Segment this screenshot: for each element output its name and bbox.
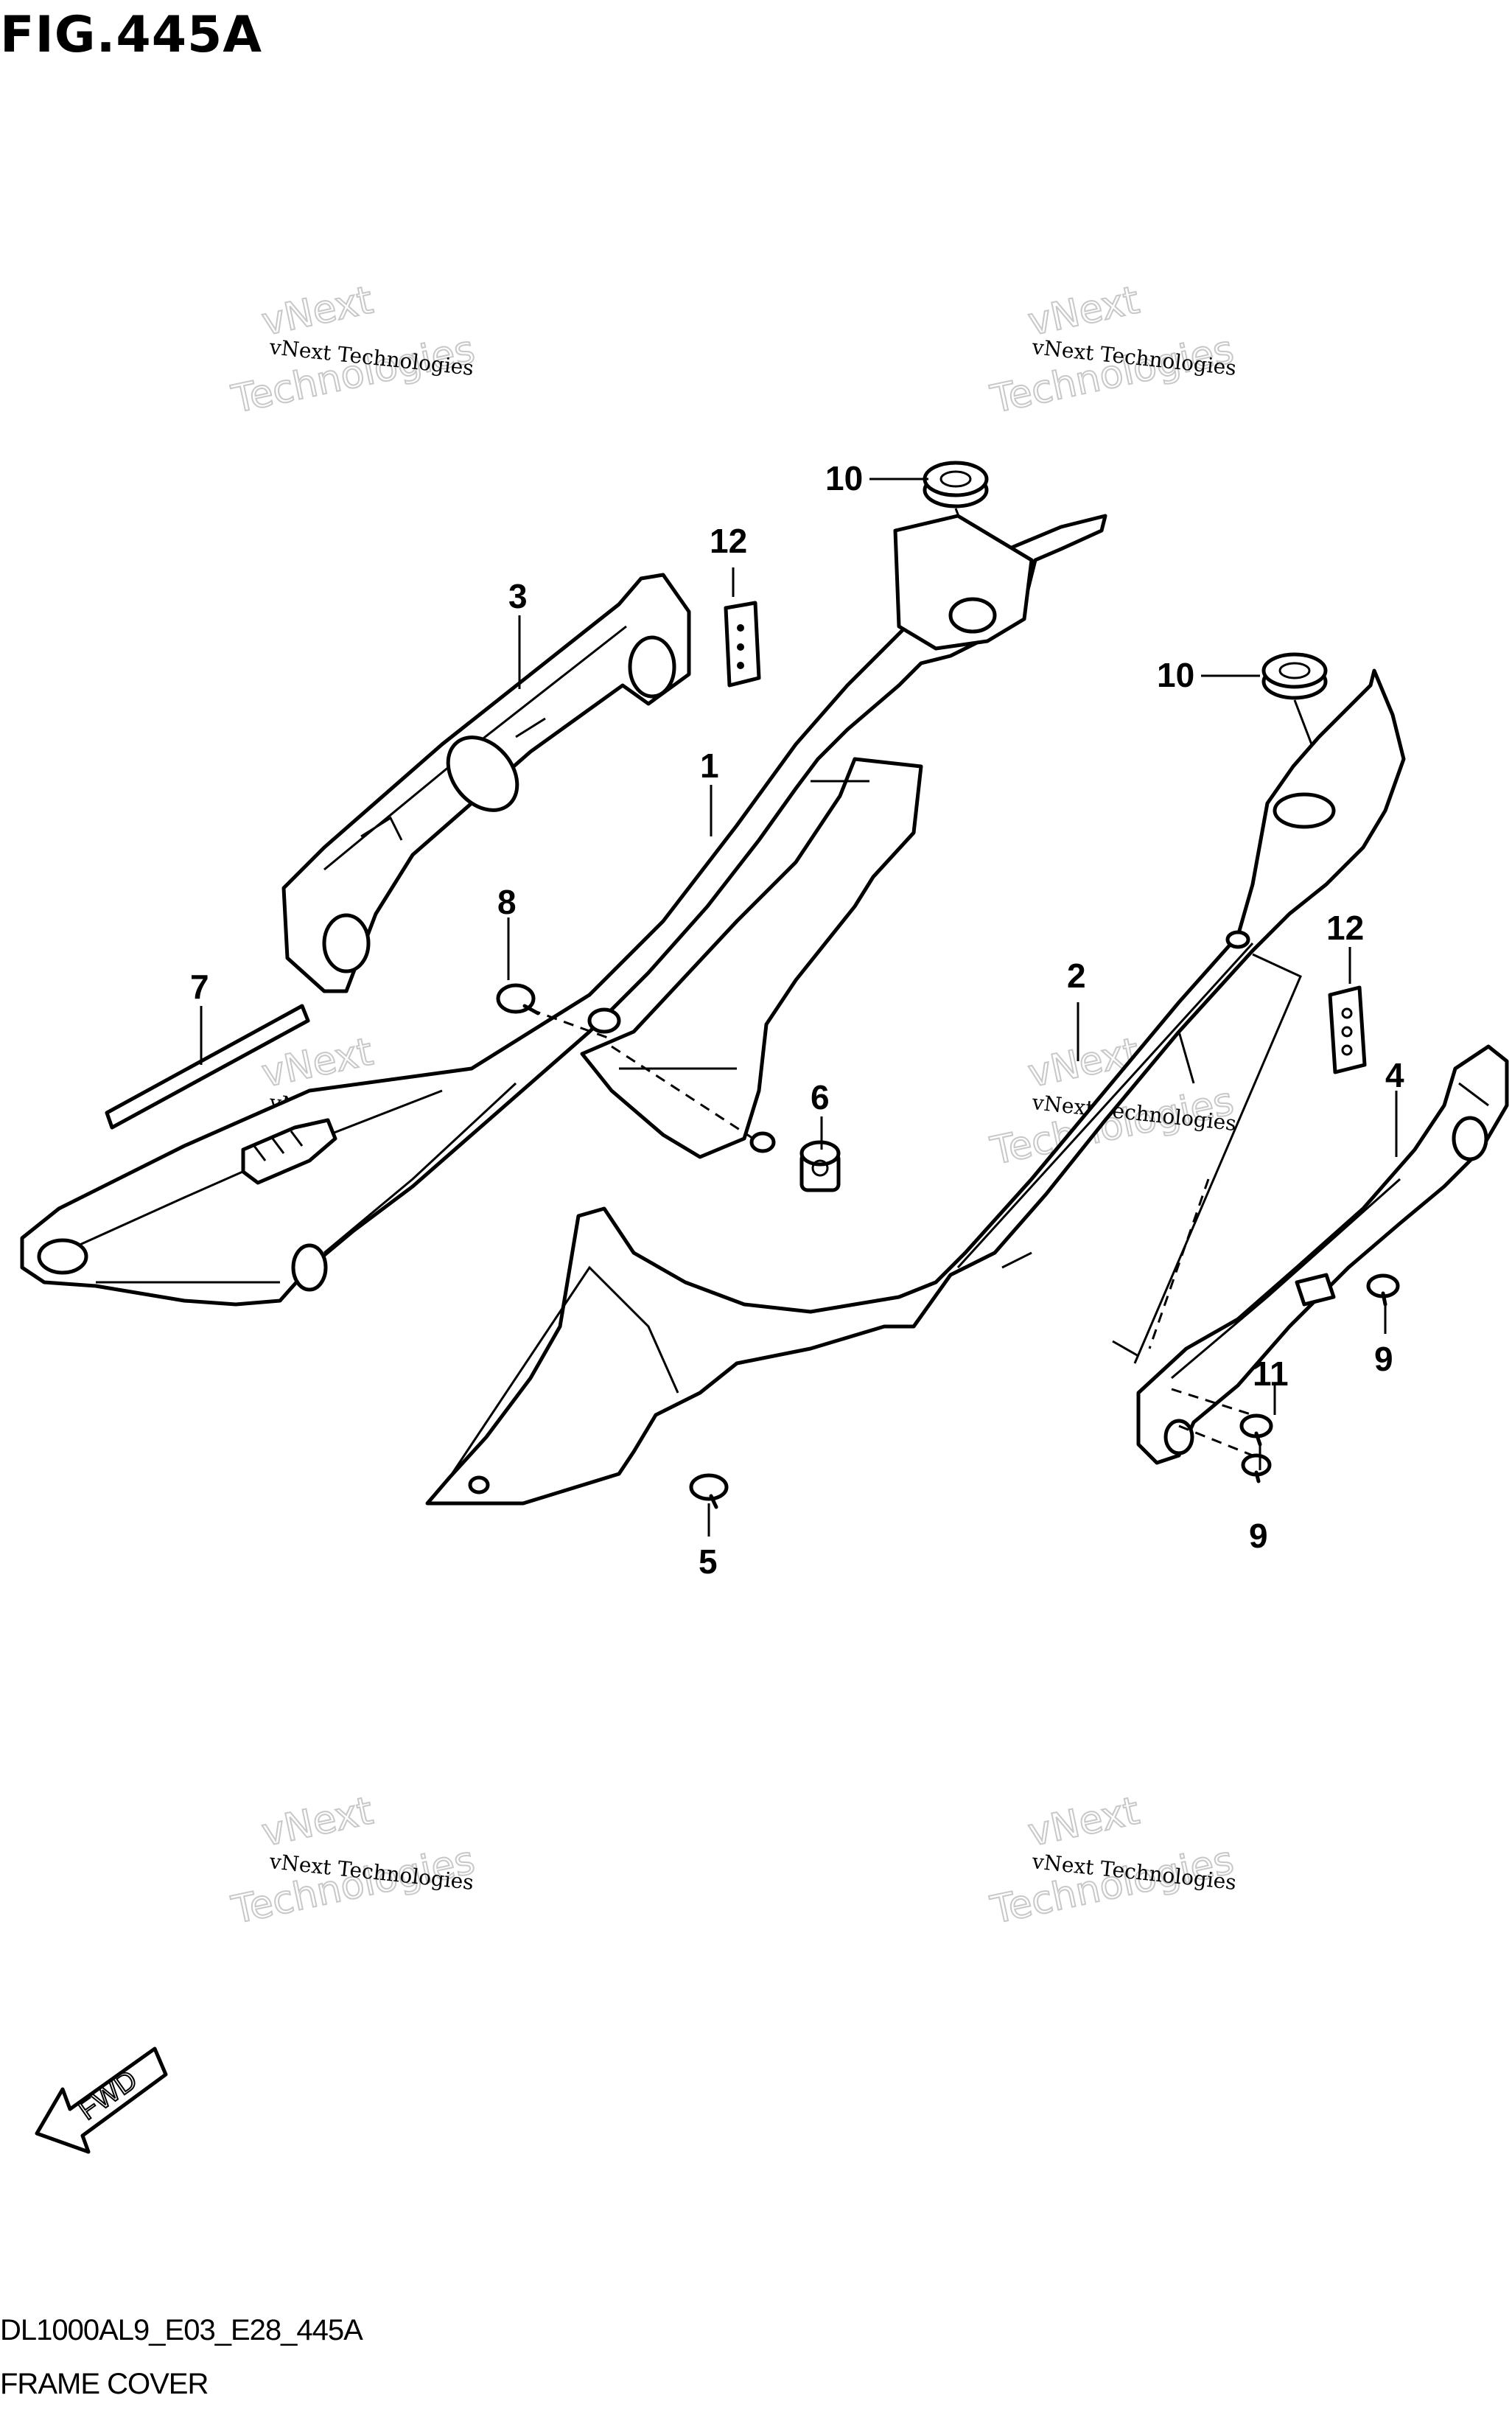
- part-9-screw-lower: [1241, 1453, 1272, 1483]
- callout-10-top: 10: [825, 459, 863, 497]
- fwd-arrow: FWD: [35, 2046, 168, 2154]
- part-7-strip: [105, 1004, 310, 1130]
- figure-title: FIG.445A: [0, 6, 262, 64]
- callout-1: 1: [700, 747, 719, 785]
- callout-leaders: [200, 478, 1398, 1537]
- callout-12-left: 12: [710, 522, 747, 560]
- diagram-code: DL1000AL9_E03_E28_445A: [0, 2314, 363, 2346]
- svg-text:vNext: vNext: [1024, 1789, 1143, 1855]
- part-3-bracket: [281, 573, 691, 993]
- part-10-grommet-right: [1261, 652, 1328, 745]
- assembly-lines: [611, 953, 1302, 1457]
- callout-5: 5: [699, 1542, 718, 1581]
- part-12-tab-right: [1328, 985, 1367, 1074]
- callout-11: 11: [1253, 1354, 1289, 1393]
- callout-9-upper: 9: [1374, 1340, 1393, 1378]
- watermark-top-left: vNext Technologies vNext Technologies: [227, 277, 479, 422]
- part-4-bracket: [1136, 1044, 1509, 1465]
- watermark-bottom-left: vNext Technologies vNext Technologies: [227, 1788, 479, 1933]
- part-8-screw: [496, 983, 612, 1041]
- svg-text:vNext: vNext: [258, 1789, 377, 1855]
- part-2-frame-cover-right: [425, 668, 1406, 1506]
- part-11-screw: [1239, 1413, 1273, 1447]
- watermark-top-right: vNext Technologies vNext Technologies: [986, 277, 1238, 422]
- callout-8: 8: [497, 883, 517, 921]
- callout-12-right: 12: [1326, 909, 1364, 947]
- svg-text:vNext: vNext: [1024, 278, 1143, 344]
- callout-4: 4: [1385, 1056, 1404, 1094]
- callout-7: 7: [190, 968, 209, 1006]
- diagram-name: FRAME COVER: [0, 2368, 209, 2400]
- callout-numbers: 10 12 3 10 1 8 12 2 7 4 6 9 11 9 5: [190, 459, 1404, 1581]
- watermark-bottom-right: vNext Technologies vNext Technologies: [986, 1788, 1238, 1933]
- part-1-vent-piece: [241, 1118, 337, 1185]
- callout-6: 6: [811, 1078, 830, 1116]
- part-9-screw-upper: [1366, 1273, 1400, 1307]
- callout-3: 3: [508, 577, 528, 615]
- part-12-tab-left: [724, 601, 761, 688]
- callout-10-right: 10: [1157, 656, 1194, 694]
- part-10-grommet-top: [923, 461, 989, 553]
- part-1-frame-cover-left: [20, 514, 1107, 1307]
- part-5-screw: [689, 1473, 729, 1509]
- callout-2: 2: [1067, 957, 1086, 995]
- part-6-grommet: [799, 1140, 841, 1192]
- callout-9-lower: 9: [1249, 1517, 1268, 1555]
